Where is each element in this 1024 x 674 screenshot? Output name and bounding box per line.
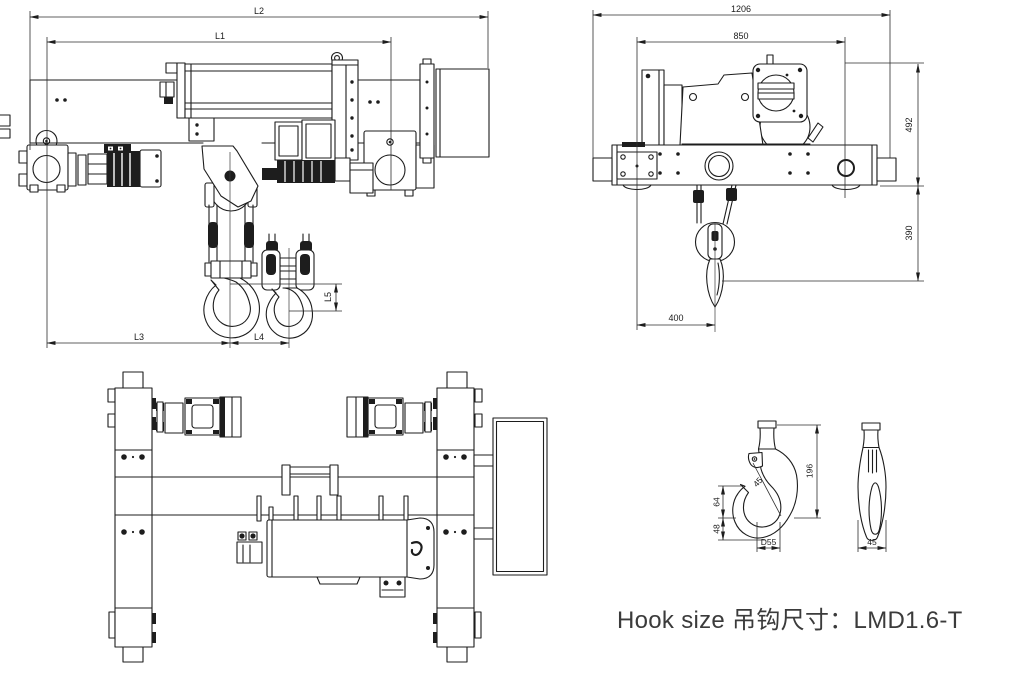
dim-label-l1: L1: [215, 31, 225, 41]
dim-label-d55: D55: [761, 537, 777, 547]
hoist-body-plan: [236, 517, 435, 598]
side-view-drawing: L2 L1 L3 L4 L5: [0, 6, 490, 348]
side-view-dimensions: L2 L1 L3 L4 L5: [29, 6, 489, 348]
end-carriage-left: [107, 371, 156, 663]
travel-motor-left: [67, 144, 162, 188]
hook-block-end: [693, 184, 737, 332]
hook-size-caption: Hook size 吊钩尺寸：LMD1.6-T: [617, 607, 963, 634]
beam-fittings: [256, 464, 409, 522]
end-carriage-right: [433, 371, 483, 663]
dim-label-196: 196: [805, 464, 815, 478]
trolley-beam-end: [592, 142, 897, 191]
hook-front-view: [732, 420, 799, 539]
hoist-motor: [262, 119, 374, 194]
rope-guide-clamp: [159, 62, 186, 119]
dim-label-45-width: 45: [867, 537, 877, 547]
dim-label-l3: L3: [134, 332, 144, 342]
control-panel-box: [473, 417, 548, 576]
end-view-drawing: 1206 850 492 390 400: [592, 4, 924, 332]
travel-motor-right-plan: [346, 396, 432, 438]
dim-label-l5: L5: [323, 292, 333, 302]
hook-detail-drawing: 196 45 64 48 D55 45: [712, 420, 887, 552]
rope-drum: [184, 51, 359, 161]
dim-label-390: 390: [904, 225, 914, 240]
dim-label-850: 850: [733, 31, 748, 41]
hook-centerlines: [229, 152, 290, 348]
dim-label-l2: L2: [254, 6, 264, 16]
trolley-wheel-left: [18, 129, 69, 193]
dim-label-l4: L4: [254, 332, 264, 342]
travel-motor-left-plan: [156, 396, 242, 438]
main-hook-block: [203, 260, 260, 339]
end-view-dimensions: 1206 850 492 390 400: [592, 4, 924, 330]
rope-falls: [208, 204, 254, 263]
dim-label-1206: 1206: [731, 4, 751, 14]
plan-view-drawing: [107, 371, 548, 663]
hoist-travel-motor-box: [419, 58, 490, 164]
hoist-mechanism-end: [641, 54, 824, 153]
secondary-hook-block: [261, 233, 315, 339]
dim-label-492: 492: [904, 117, 914, 132]
hook-side-view: [857, 422, 887, 541]
dim-label-64: 64: [712, 497, 722, 507]
dim-label-48: 48: [712, 524, 722, 534]
dim-label-45-angle: 45: [751, 475, 765, 489]
dim-label-400: 400: [668, 313, 683, 323]
